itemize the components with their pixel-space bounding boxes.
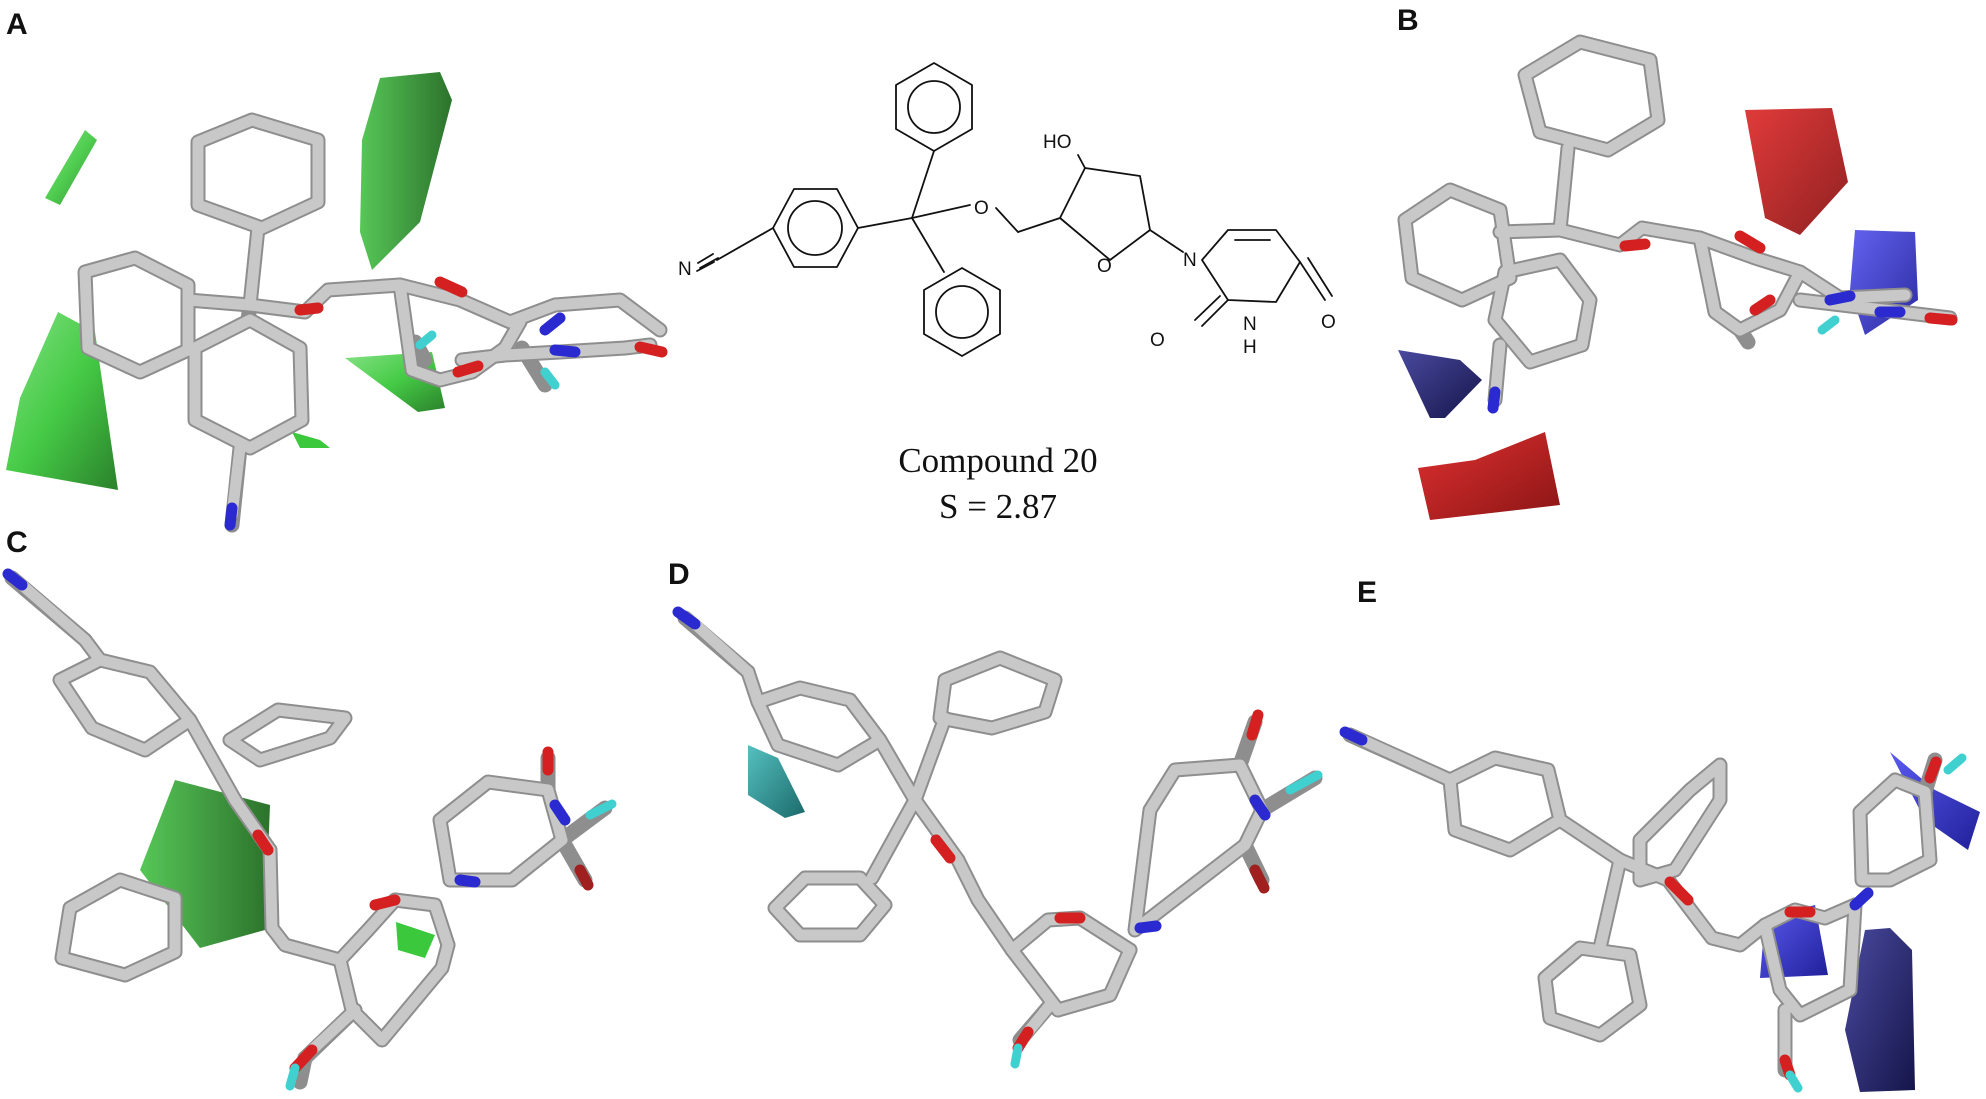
panel-a bbox=[6, 72, 668, 533]
panel-letter-d: D bbox=[668, 558, 690, 591]
molecule-3d-e bbox=[1339, 726, 1967, 1093]
compound-name: Compound 20 bbox=[898, 441, 1097, 480]
panel-c bbox=[2, 568, 617, 1091]
molecule-3d-c bbox=[2, 568, 617, 1091]
atom-label-ring-o: O bbox=[1097, 256, 1112, 277]
electrostatic-contour-map bbox=[1398, 108, 1918, 520]
atom-label-nitrile-n: N bbox=[678, 259, 692, 280]
panel-e bbox=[1339, 726, 1980, 1093]
atom-label-o2: O bbox=[1150, 330, 1165, 351]
atom-label-n3: N bbox=[1243, 314, 1257, 335]
atom-label-n1: N bbox=[1183, 250, 1197, 271]
hydrophobic-contour-map bbox=[748, 745, 805, 818]
structure-2d: HO O O N N N H O O Compound 20 S = 2.87 bbox=[678, 62, 1336, 526]
steric-contour-map-c bbox=[140, 780, 435, 958]
atom-label-ether-o: O bbox=[974, 198, 989, 219]
compound-score: S = 2.87 bbox=[939, 487, 1057, 526]
atom-label-o4: O bbox=[1321, 312, 1336, 333]
atom-label-h3: H bbox=[1243, 337, 1257, 358]
panel-b bbox=[1397, 34, 1958, 520]
panel-letter-b: B bbox=[1397, 4, 1419, 37]
panel-d bbox=[672, 606, 1323, 1069]
panel-letter-c: C bbox=[6, 526, 28, 559]
panel-letter-e: E bbox=[1357, 576, 1377, 609]
molecule-3d-d bbox=[672, 606, 1323, 1069]
molecule-3d-a bbox=[77, 112, 668, 533]
atom-label-ho: HO bbox=[1043, 132, 1072, 153]
molecule-3d-b bbox=[1397, 34, 1958, 414]
panel-letter-a: A bbox=[6, 8, 28, 41]
